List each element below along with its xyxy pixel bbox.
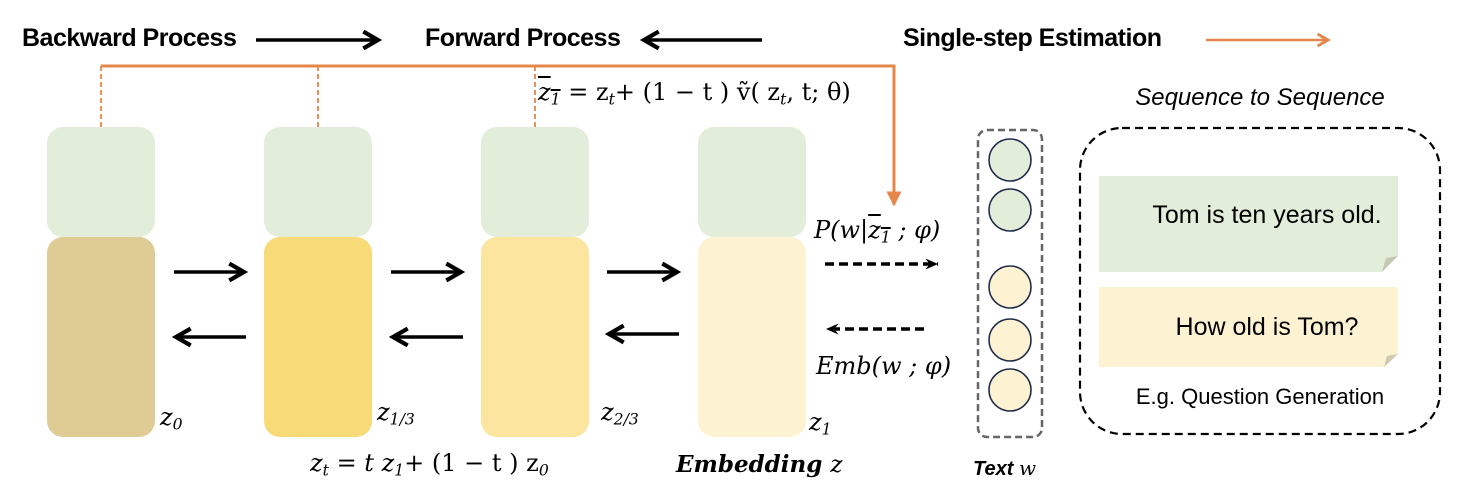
estimate-eq: = z bbox=[560, 78, 609, 106]
latent-var: z bbox=[601, 398, 614, 426]
text-token-yellow bbox=[988, 368, 1032, 412]
estimate-formula: z1 = zt+ (1 − t ) ṽ( zt, t; θ) bbox=[538, 78, 851, 109]
source-note-fold bbox=[1382, 256, 1398, 272]
condition-block-z23 bbox=[481, 127, 589, 237]
interpolation-formula: zt = t z1+ (1 − t ) z0 bbox=[310, 449, 549, 480]
latent-sub: 0 bbox=[172, 415, 183, 434]
decode-b: z bbox=[868, 216, 881, 244]
encode-formula: Emb(w ; φ) bbox=[816, 352, 952, 380]
condition-block-z0 bbox=[47, 127, 155, 237]
z1-tilde-sub: 1 bbox=[550, 90, 561, 109]
embedding-label: Embedding z bbox=[676, 451, 842, 478]
latent-sub: 2/3 bbox=[613, 410, 639, 429]
latent-var: z bbox=[160, 403, 173, 431]
target-sentence: How old is Tom? bbox=[1175, 312, 1359, 341]
latent-block-z0 bbox=[47, 237, 155, 437]
text-token-yellow bbox=[988, 265, 1032, 309]
target-note-fold bbox=[1384, 354, 1398, 367]
estimate-t-sub: t bbox=[608, 90, 615, 109]
interp-b-sub: 1 bbox=[394, 461, 405, 480]
latent-label-z23: z2/3 bbox=[601, 398, 639, 429]
interp-b: = t z bbox=[328, 449, 395, 477]
estimation-bracket bbox=[101, 64, 902, 207]
target-note bbox=[1099, 287, 1398, 367]
text-token-column bbox=[976, 128, 1044, 439]
source-note bbox=[1099, 176, 1398, 272]
estimate-t-sub2: t bbox=[780, 90, 787, 109]
estimate-tail: , t; θ) bbox=[786, 78, 851, 106]
latent-block-z13 bbox=[264, 237, 372, 437]
interp-a: z bbox=[310, 449, 323, 477]
interp-c-sub: 0 bbox=[538, 461, 549, 480]
latent-block-z1 bbox=[698, 237, 806, 437]
seq2seq-title: Sequence to Sequence bbox=[1135, 84, 1385, 111]
decode-b-sub: 1 bbox=[880, 228, 891, 247]
text-word: Text bbox=[973, 458, 1014, 480]
condition-block-z13 bbox=[264, 127, 372, 237]
estimate-rest: + (1 − t ) ṽ( z bbox=[614, 78, 781, 106]
latent-var: z bbox=[377, 398, 390, 426]
text-token-green bbox=[988, 138, 1032, 182]
forward-process-label: Forward Process bbox=[425, 24, 621, 52]
condition-block-z1 bbox=[698, 127, 806, 237]
latent-block-z23 bbox=[481, 237, 589, 437]
decode-c: ; φ) bbox=[890, 216, 941, 244]
text-label: Text w bbox=[973, 456, 1036, 481]
latent-label-z0: z0 bbox=[160, 403, 183, 434]
decode-a: P(w| bbox=[814, 216, 869, 244]
text-token-yellow bbox=[988, 318, 1032, 362]
latent-label-z13: z1/3 bbox=[377, 398, 415, 429]
text-var: w bbox=[1018, 456, 1037, 480]
seq2seq-container bbox=[1078, 126, 1442, 436]
text-token-green bbox=[988, 188, 1032, 232]
seq2seq-caption: E.g. Question Generation bbox=[1135, 384, 1385, 409]
z1-tilde: z1 bbox=[538, 78, 561, 109]
single-step-label: Single-step Estimation bbox=[903, 24, 1162, 52]
backward-process-label: Backward Process bbox=[22, 24, 237, 52]
latent-var: z bbox=[809, 408, 822, 436]
decode-formula: P(w|z1 ; φ) bbox=[814, 216, 940, 247]
latent-sub: 1 bbox=[821, 420, 832, 439]
interp-a-sub: t bbox=[322, 461, 329, 480]
interp-c: + (1 − t ) z bbox=[404, 449, 539, 477]
embedding-var: z bbox=[830, 452, 843, 478]
latent-sub: 1/3 bbox=[389, 410, 415, 429]
latent-label-z1: z1 bbox=[809, 408, 832, 439]
decode-z1-tilde: z1 bbox=[868, 216, 891, 247]
z1-tilde-var: z bbox=[538, 78, 551, 106]
embedding-word: Embedding bbox=[676, 451, 823, 478]
source-sentence: Tom is ten years old. bbox=[1152, 200, 1382, 229]
